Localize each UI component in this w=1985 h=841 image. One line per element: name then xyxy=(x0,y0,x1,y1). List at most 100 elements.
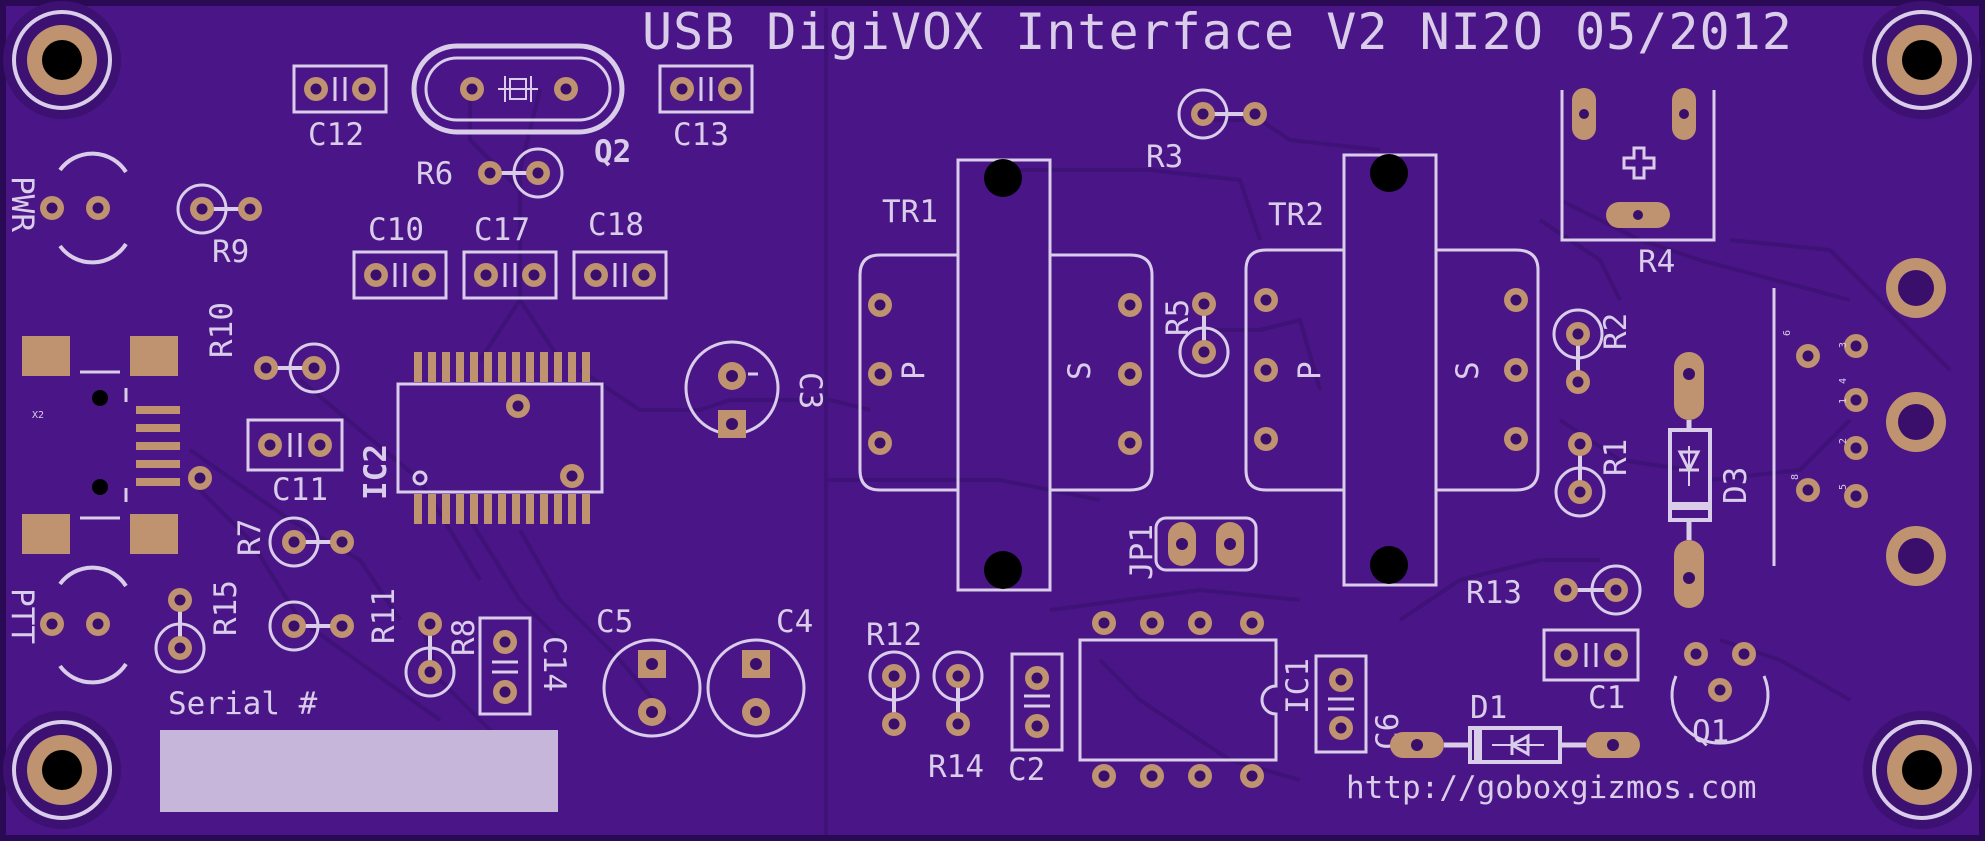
din-pin-5: 5 xyxy=(1838,484,1849,490)
r11-label: R11 xyxy=(366,588,402,644)
r8-label: R8 xyxy=(446,619,482,656)
c18-label: C18 xyxy=(588,207,644,243)
r5-label: R5 xyxy=(1160,299,1196,336)
resistor-r15: R15 xyxy=(154,580,244,674)
resistor-r7: R7 xyxy=(232,516,354,568)
din-pin-8: 8 xyxy=(1790,474,1801,480)
serial-number-box xyxy=(160,730,558,812)
c2-label: C2 xyxy=(1008,752,1045,788)
capacitor-c3: C3 xyxy=(684,340,828,438)
din-connector: 6 3 4 1 2 8 5 xyxy=(1772,258,1946,586)
din-pin-3: 3 xyxy=(1838,342,1849,348)
r3-label: R3 xyxy=(1146,139,1183,175)
capacitor-c10: C10 xyxy=(352,212,448,300)
capacitor-c13: C13 xyxy=(658,64,754,153)
tr2-secondary-mark: S xyxy=(1450,361,1486,380)
ic2-label: IC2 xyxy=(358,444,394,500)
mounting-hole-bottom-right xyxy=(1861,709,1983,831)
r9-label: R9 xyxy=(212,234,249,270)
r14-label: R14 xyxy=(928,749,984,785)
c5-label: C5 xyxy=(596,604,633,640)
jumper-jp1: JP1 xyxy=(1124,516,1258,580)
capacitor-c1: C1 xyxy=(1542,628,1640,716)
capacitor-c5: C5 xyxy=(596,604,702,738)
website-url: http://goboxgizmos.com xyxy=(1346,770,1757,806)
capacitor-c6: C6 xyxy=(1314,654,1406,754)
resistor-r8: R8 xyxy=(404,612,482,698)
d3-label: D3 xyxy=(1718,467,1754,504)
transformer-tr1: P S TR1 xyxy=(858,158,1154,592)
capacitor-c4: C4 xyxy=(706,604,813,738)
ic-ic1: IC1 xyxy=(1078,611,1316,788)
transformer-tr2: P S TR2 xyxy=(1244,153,1540,587)
resistor-r9: R9 xyxy=(176,183,262,270)
din-pin-4: 4 xyxy=(1838,378,1849,384)
capacitor-c12: C12 xyxy=(292,64,388,153)
capacitor-c11: C11 xyxy=(246,418,344,508)
resistor-r11: R11 xyxy=(268,588,402,652)
c13-label: C13 xyxy=(673,117,729,153)
resistor-r6: R6 xyxy=(416,147,564,199)
c4-label: C4 xyxy=(776,604,813,640)
x2-label: X2 xyxy=(32,410,44,421)
diode-d1: D1 xyxy=(1390,690,1640,764)
usb-connector-x2: X2 xyxy=(22,336,180,554)
c3-label: C3 xyxy=(792,372,828,409)
resistor-r12: R12 xyxy=(866,617,922,736)
c10-label: C10 xyxy=(368,212,424,248)
tr1-secondary-mark: S xyxy=(1062,361,1098,380)
r15-label: R15 xyxy=(208,580,244,636)
capacitor-c18: C18 xyxy=(572,207,668,300)
r2-label: R2 xyxy=(1598,313,1634,350)
serial-label: Serial # xyxy=(168,686,318,722)
mounting-hole-top-left xyxy=(1,0,123,121)
resistor-r2: R2 xyxy=(1552,308,1634,394)
capacitor-c14: C14 xyxy=(478,616,572,716)
q2-label: Q2 xyxy=(594,134,631,170)
copper-traces xyxy=(188,8,1952,835)
resistor-r3: R3 xyxy=(1146,88,1267,175)
capacitor-c17: C17 xyxy=(462,212,558,300)
capacitor-c2: C2 xyxy=(1008,652,1064,788)
r10-label: R10 xyxy=(204,302,240,358)
r12-label: R12 xyxy=(866,617,922,653)
din-pin-2: 2 xyxy=(1838,438,1849,444)
tr2-label: TR2 xyxy=(1268,197,1324,233)
resistor-r14: R14 xyxy=(928,650,984,785)
ic1-label: IC1 xyxy=(1280,658,1316,714)
resistor-r1: R1 xyxy=(1554,432,1634,518)
diode-d3: D3 xyxy=(1668,352,1754,608)
jp1-label: JP1 xyxy=(1124,524,1160,580)
r4-label: R4 xyxy=(1638,244,1675,280)
resistor-r5: R5 xyxy=(1160,292,1230,378)
resistor-r13: R13 xyxy=(1466,564,1642,616)
tr1-primary-mark: P xyxy=(896,361,932,380)
tr1-label: TR1 xyxy=(882,194,938,230)
r13-label: R13 xyxy=(1466,575,1522,611)
trimmer-r4: R4 xyxy=(1560,88,1716,280)
crystal-q2: Q2 xyxy=(411,43,631,170)
resistor-r10: R10 xyxy=(204,302,340,394)
c12-label: C12 xyxy=(308,117,364,153)
r1-label: R1 xyxy=(1598,439,1634,476)
r7-label: R7 xyxy=(232,519,268,556)
c1-label: C1 xyxy=(1588,680,1625,716)
ptt-label: PTT xyxy=(4,588,40,644)
mounting-hole-bottom-left xyxy=(1,709,123,831)
c17-label: C17 xyxy=(474,212,530,248)
din-pin-6: 6 xyxy=(1782,330,1793,336)
d1-label: D1 xyxy=(1470,690,1507,726)
din-pin-1: 1 xyxy=(1838,398,1849,404)
board-title: USB DigiVOX Interface V2 NI2O 05/2012 xyxy=(642,3,1793,61)
c11-label: C11 xyxy=(272,472,328,508)
tr2-primary-mark: P xyxy=(1292,361,1328,380)
transistor-q1: Q1 xyxy=(1670,642,1770,750)
r6-label: R6 xyxy=(416,156,453,192)
connector-pwr: PWR xyxy=(4,151,128,265)
mounting-hole-top-right xyxy=(1861,0,1983,121)
ic-ic2: IC2 xyxy=(358,352,604,524)
q1-label: Q1 xyxy=(1692,714,1729,750)
c14-label: C14 xyxy=(536,636,572,692)
connector-ptt: PTT xyxy=(4,565,128,685)
